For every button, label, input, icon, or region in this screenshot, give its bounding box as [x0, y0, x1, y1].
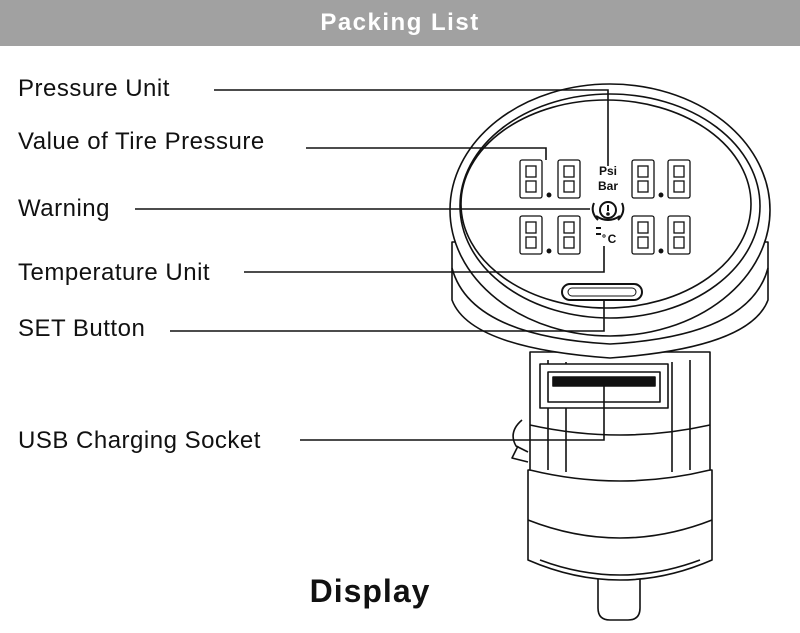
digit-block-bottom-right	[631, 215, 691, 255]
lcd-unit-celsius: C	[608, 232, 617, 246]
side-contact	[512, 419, 529, 453]
label-set-button: SET Button	[18, 315, 146, 342]
plug-tip	[597, 575, 641, 621]
label-temperature-unit: Temperature Unit	[18, 259, 211, 286]
label-warning: Warning	[18, 195, 110, 222]
digit-block-bottom-left	[519, 215, 581, 255]
header-bar: Packing List	[0, 0, 800, 46]
lcd-digits	[519, 159, 691, 255]
leader-set-button	[170, 300, 605, 332]
leader-usb-socket	[300, 386, 605, 441]
caption: Display	[309, 573, 431, 609]
tire-warning-icon	[591, 201, 625, 221]
lcd-unit-psi: Psi	[599, 164, 617, 178]
leader-pressure-unit	[214, 89, 609, 166]
leader-tire-pressure	[306, 147, 547, 160]
leader-temperature-unit	[244, 246, 605, 273]
label-tire-pressure: Value of Tire Pressure	[18, 128, 265, 155]
label-usb-socket: USB Charging Socket	[18, 427, 261, 454]
leader-lines	[135, 89, 609, 441]
header-title: Packing List	[320, 9, 480, 36]
display-face	[460, 99, 752, 309]
temperature-indicator	[596, 227, 606, 238]
digit-block-top-left	[519, 159, 581, 199]
digit-block-top-right	[631, 159, 691, 199]
label-pressure-unit: Pressure Unit	[18, 75, 170, 102]
lower-cap	[527, 469, 713, 581]
lcd-unit-bar: Bar	[598, 179, 618, 193]
